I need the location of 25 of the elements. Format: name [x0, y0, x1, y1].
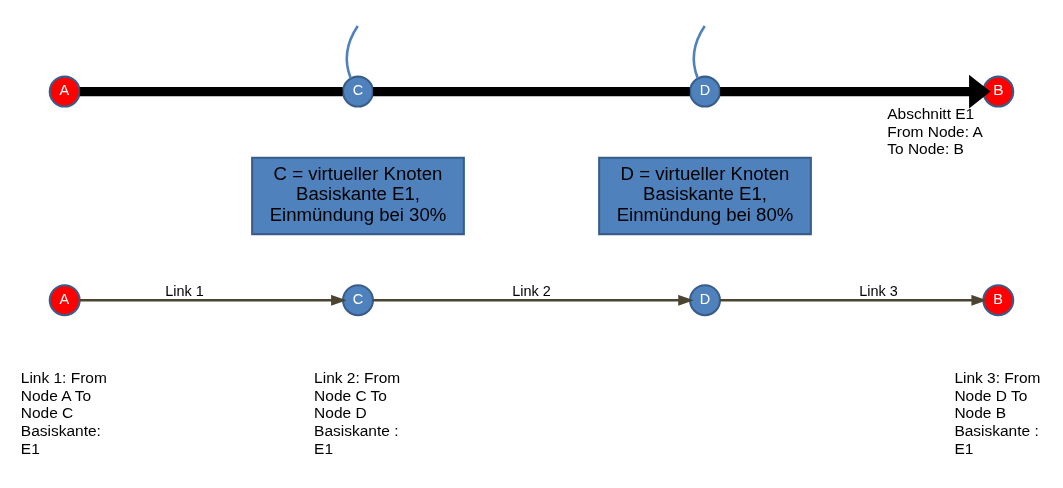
connector	[692, 25, 706, 79]
node-box: C = virtueller Knoten Basiskante E1, Einmündung bei 30%	[251, 156, 465, 236]
node-circle: A	[48, 284, 81, 317]
node-circle: D	[689, 75, 721, 108]
node-circle: C	[342, 75, 374, 108]
arrow	[79, 294, 347, 306]
edge-label: Link 2	[512, 283, 551, 300]
connector	[373, 86, 690, 97]
node-circle: C	[342, 284, 374, 317]
label: Link 2: From Node C To Node D Basiskante : E1	[314, 369, 401, 457]
node-circle: A	[48, 75, 81, 108]
arrow	[720, 294, 987, 306]
label: Link 3: From Node D To Node B Basiskante : E1	[954, 369, 1041, 457]
arrow	[720, 74, 991, 109]
node-label: Abschnitt E1 From Node: A To Node: B	[887, 104, 983, 158]
arrow	[373, 294, 694, 306]
connector	[345, 25, 359, 79]
connector	[79, 86, 343, 97]
label: Link 1: From Node A To Node C Basiskante: E1	[20, 369, 107, 457]
edge-label: Link 3	[859, 283, 898, 300]
edge-label: Link 1	[165, 283, 204, 300]
node-circle: B	[982, 284, 1015, 317]
node-box: D = virtueller Knoten Basiskante E1, Einmündung bei 80%	[598, 156, 812, 236]
node-circle: D	[689, 284, 721, 317]
node-circle: B	[982, 75, 1015, 108]
